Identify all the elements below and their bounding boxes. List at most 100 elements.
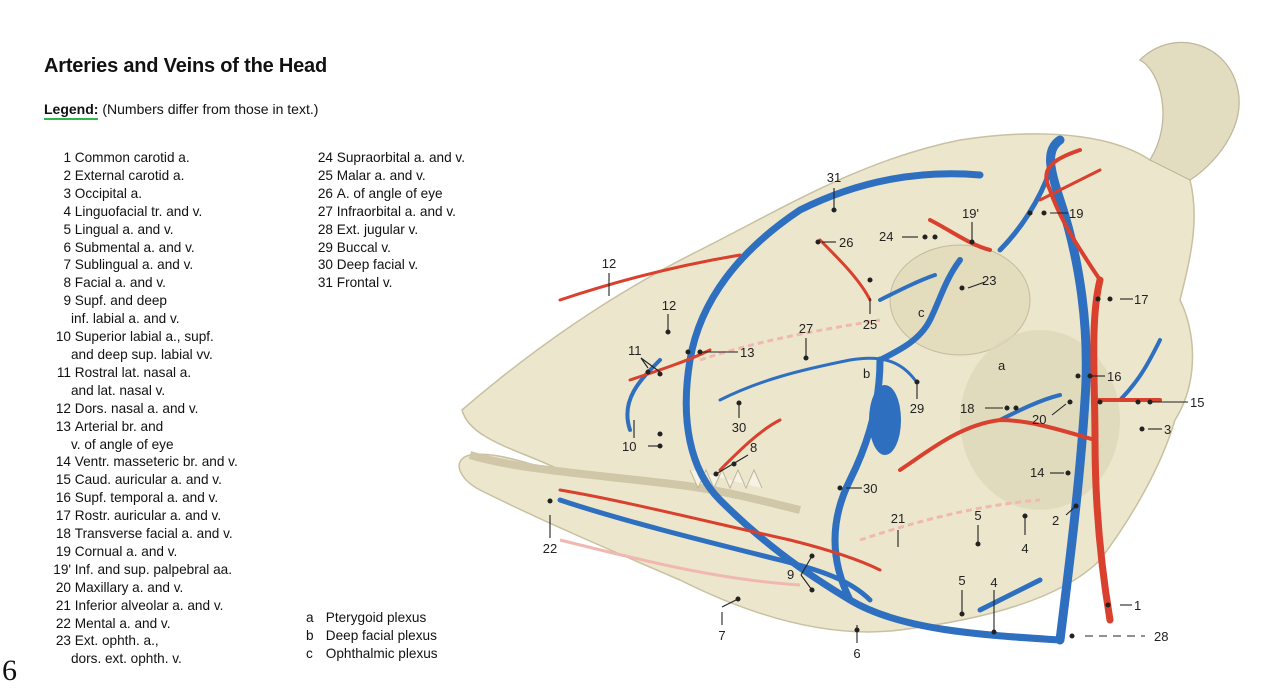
- fig-label-c: c: [918, 305, 925, 320]
- fig-label-2: 2: [1052, 513, 1059, 528]
- legend-item: inf. labial a. and v.: [44, 310, 304, 328]
- legend-item: 3 Occipital a.: [44, 185, 304, 203]
- legend-item: dors. ext. ophth. v.: [44, 650, 304, 668]
- fig-label-19-prime: 19': [962, 206, 979, 221]
- fig-label-31: 31: [827, 170, 841, 185]
- legend-item-text: v. of angle of eye: [71, 436, 174, 452]
- fig-label-8: 8: [750, 440, 757, 455]
- legend-item: 27 Infraorbital a. and v.: [306, 203, 506, 221]
- legend-item-number: 17: [55, 508, 71, 524]
- page-corner-mark: 6: [2, 654, 17, 687]
- legend-item-number: 28: [317, 221, 333, 237]
- plexus-item: b Deep facial plexus: [306, 627, 438, 645]
- plexus-item-text: Ophthalmic plexus: [325, 645, 438, 661]
- legend-item-number: 27: [317, 203, 333, 219]
- page-title: Arteries and Veins of the Head: [44, 55, 327, 77]
- legend-item-text: Buccal v.: [336, 239, 391, 255]
- legend-item: 19' Inf. and sup. palpebral aa.: [44, 561, 304, 579]
- legend-item-number: 6: [63, 239, 71, 255]
- legend-item: 13 Arterial br. and: [44, 418, 304, 436]
- legend-item-text: Inferior alveolar a. and v.: [74, 597, 224, 613]
- fig-label-19: 19: [1069, 206, 1083, 221]
- legend-item: and deep sup. labial vv.: [44, 346, 304, 364]
- legend-item-text: Malar a. and v.: [336, 167, 426, 183]
- fig-label-15: 15: [1190, 395, 1204, 410]
- legend-item-number: 23: [55, 633, 71, 649]
- legend-item: 26 A. of angle of eye: [306, 185, 506, 203]
- legend-list-left: 1 Common carotid a.2 External carotid a.…: [44, 149, 304, 668]
- fig-label-5b: 5: [958, 573, 965, 588]
- fig-label-27: 27: [799, 321, 813, 336]
- legend-item-number: 18: [55, 526, 71, 542]
- legend-item-number: 5: [63, 221, 71, 237]
- fig-label-14: 14: [1030, 465, 1044, 480]
- plexus-item-number: b: [306, 627, 314, 643]
- legend-item-text: Linguofacial tr. and v.: [74, 203, 203, 219]
- legend-item: 20 Maxillary a. and v.: [44, 579, 304, 597]
- legend-item: 7 Sublingual a. and v.: [44, 256, 304, 274]
- legend-item-number: 4: [63, 203, 71, 219]
- legend-item-text: Rostr. auricular a. and v.: [74, 508, 222, 524]
- legend-item-text: Supf. temporal a. and v.: [74, 490, 219, 506]
- legend-item-text: A. of angle of eye: [336, 185, 443, 201]
- legend-item: v. of angle of eye: [44, 436, 304, 454]
- legend-item-number: 10: [55, 329, 71, 345]
- legend-item: 17 Rostr. auricular a. and v.: [44, 507, 304, 525]
- legend-item: 1 Common carotid a.: [44, 149, 304, 167]
- legend-item: 16 Supf. temporal a. and v.: [44, 489, 304, 507]
- plexus-item-number: c: [306, 645, 313, 661]
- legend-item-number: 15: [55, 472, 71, 488]
- legend-item-number: 13: [55, 418, 71, 434]
- legend-item-number: 3: [63, 185, 71, 201]
- legend-item: 24 Supraorbital a. and v.: [306, 149, 506, 167]
- legend-item-text: Sublingual a. and v.: [74, 257, 194, 273]
- legend-item-text: Frontal v.: [336, 275, 393, 291]
- arteries: [558, 148, 1162, 624]
- legend-item-text: Ventr. masseteric br. and v.: [74, 454, 238, 470]
- legend-item: 19 Cornual a. and v.: [44, 543, 304, 561]
- legend-item: 14 Ventr. masseteric br. and v.: [44, 453, 304, 471]
- fig-label-20: 20: [1032, 412, 1046, 427]
- legend-item-number: 20: [55, 579, 71, 595]
- fig-label-12a: 12: [602, 256, 616, 271]
- legend-item: 31 Frontal v.: [306, 274, 506, 292]
- legend-item: 28 Ext. jugular v.: [306, 221, 506, 239]
- legend-item: 9 Supf. and deep: [44, 292, 304, 310]
- legend-item: 22 Mental a. and v.: [44, 615, 304, 633]
- fig-label-18: 18: [960, 401, 974, 416]
- fig-label-25: 25: [863, 317, 877, 332]
- legend-header: Legend: (Numbers differ from those in te…: [44, 101, 318, 120]
- head-illustration: 31 26 24 19' 19 12 12 27 25 23 c 17 11 1…: [458, 41, 1240, 661]
- legend-item: 11 Rostral lat. nasal a.: [44, 364, 304, 382]
- legend-item-number: 29: [317, 239, 333, 255]
- fig-label-4b: 4: [990, 575, 997, 590]
- legend-item: 6 Submental a. and v.: [44, 239, 304, 257]
- legend-item-number: 7: [63, 257, 71, 273]
- fig-label-7: 7: [718, 628, 725, 643]
- legend-item: 15 Caud. auricular a. and v.: [44, 471, 304, 489]
- legend-item-number: 25: [317, 167, 333, 183]
- legend-item: 23 Ext. ophth. a.,: [44, 632, 304, 650]
- fig-label-4a: 4: [1021, 541, 1028, 556]
- fig-label-16: 16: [1107, 369, 1121, 384]
- legend-item-number: 19: [55, 543, 71, 559]
- legend-item-text: Infraorbital a. and v.: [336, 203, 456, 219]
- legend-item-number: 31: [317, 275, 333, 291]
- legend-item: 30 Deep facial v.: [306, 256, 506, 274]
- legend-item-text: Common carotid a.: [74, 150, 190, 165]
- figure-labels: 31 26 24 19' 19 12 12 27 25 23 c 17 11 1…: [543, 170, 1205, 661]
- legend-item-number: 24: [317, 150, 333, 165]
- legend-item-text: Submental a. and v.: [74, 239, 195, 255]
- legend-item: 18 Transverse facial a. and v.: [44, 525, 304, 543]
- legend-item-text: Supraorbital a. and v.: [336, 150, 465, 165]
- legend-item-text: Dors. nasal a. and v.: [74, 400, 199, 416]
- legend-item-text: Facial a. and v.: [74, 275, 166, 291]
- legend-item: 10 Superior labial a., supf.: [44, 328, 304, 346]
- fig-label-5a: 5: [974, 508, 981, 523]
- fig-label-1: 1: [1134, 598, 1141, 613]
- legend-item-number: 8: [63, 275, 71, 291]
- legend-item-number: 1: [63, 150, 71, 165]
- legend-item: 2 External carotid a.: [44, 167, 304, 185]
- legend-item: and lat. nasal v.: [44, 382, 304, 400]
- legend-item-text: Supf. and deep: [74, 293, 167, 309]
